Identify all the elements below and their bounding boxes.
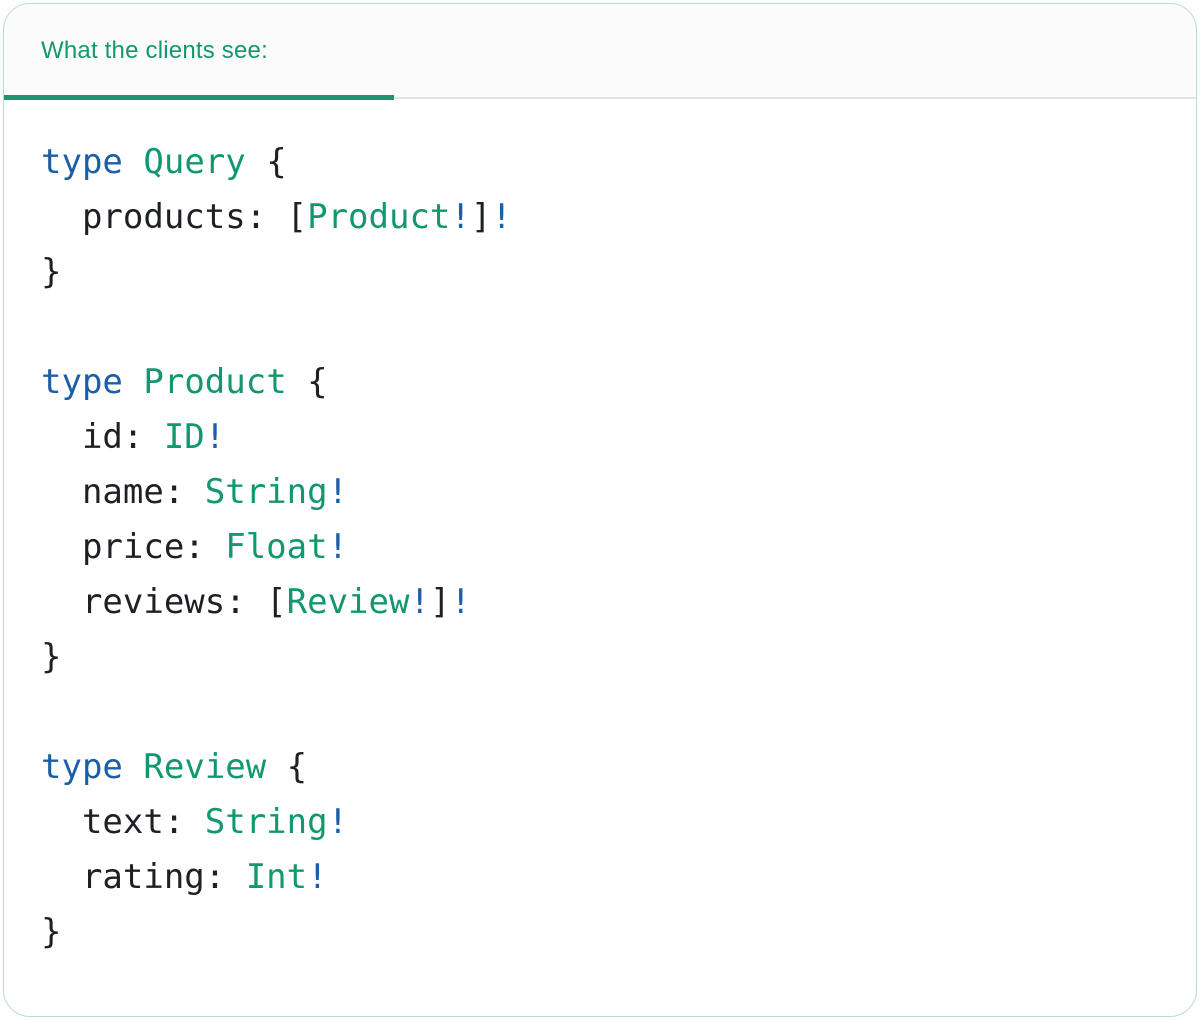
code-token: String (204, 472, 328, 512)
code-token: id: (41, 417, 164, 457)
code-line: type Product { (41, 355, 1156, 410)
code-token: products: [ (41, 197, 308, 237)
code-line: price: Float! (41, 520, 1156, 575)
code-line: products: [Product!]! (41, 190, 1156, 245)
code-token: type (41, 362, 123, 402)
code-token: reviews: [ (41, 582, 287, 622)
code-token: type (41, 747, 123, 787)
code-token: { (266, 747, 308, 787)
code-token: Review (286, 582, 410, 622)
code-token: { (286, 362, 328, 402)
code-token: ! (327, 802, 349, 842)
code-token: Query (143, 142, 246, 182)
code-token: rating: (41, 857, 246, 897)
code-token: ! (450, 582, 471, 622)
code-line: } (41, 905, 1156, 960)
code-token: text: (41, 802, 205, 842)
code-token: } (41, 252, 62, 292)
code-token (123, 362, 143, 402)
tab-what-clients-see[interactable]: What the clients see: (4, 4, 394, 100)
tab-bar: What the clients see: (4, 4, 1196, 100)
code-token: ! (327, 472, 349, 512)
code-line: text: String! (41, 795, 1156, 850)
code-line: name: String! (41, 465, 1156, 520)
code-line: type Review { (41, 740, 1156, 795)
code-token: Product (307, 197, 451, 237)
code-line (41, 685, 1156, 740)
code-token (123, 747, 143, 787)
code-token: ! (450, 197, 471, 237)
code-token: ! (307, 857, 328, 897)
code-token: String (204, 802, 328, 842)
code-line: } (41, 245, 1156, 300)
code-token: { (245, 142, 287, 182)
code-token: Float (225, 527, 328, 567)
code-token: ! (327, 527, 349, 567)
code-line (41, 300, 1156, 355)
code-token: ] (429, 582, 451, 622)
tab-label: What the clients see: (41, 36, 268, 64)
schema-code-block: type Query { products: [Product!]!}type … (4, 99, 1196, 1000)
code-token (123, 142, 143, 182)
code-line: type Query { (41, 135, 1156, 190)
code-token: Review (143, 747, 267, 787)
code-token: Int (245, 857, 308, 897)
code-token: } (41, 637, 62, 677)
code-line: } (41, 630, 1156, 685)
code-token: ] (470, 197, 492, 237)
code-token: ! (204, 417, 226, 457)
code-token: ! (409, 582, 430, 622)
code-line: id: ID! (41, 410, 1156, 465)
code-token: ID (163, 417, 205, 457)
code-token: ! (491, 197, 512, 237)
code-token: Product (143, 362, 287, 402)
code-line: reviews: [Review!]! (41, 575, 1156, 630)
code-token: name: (41, 472, 205, 512)
code-token: price: (41, 527, 226, 567)
code-panel-card: What the clients see: type Query { produ… (3, 3, 1197, 1017)
code-token: type (41, 142, 123, 182)
code-line: rating: Int! (41, 850, 1156, 905)
code-token: } (41, 912, 62, 952)
active-tab-underline (4, 95, 394, 100)
